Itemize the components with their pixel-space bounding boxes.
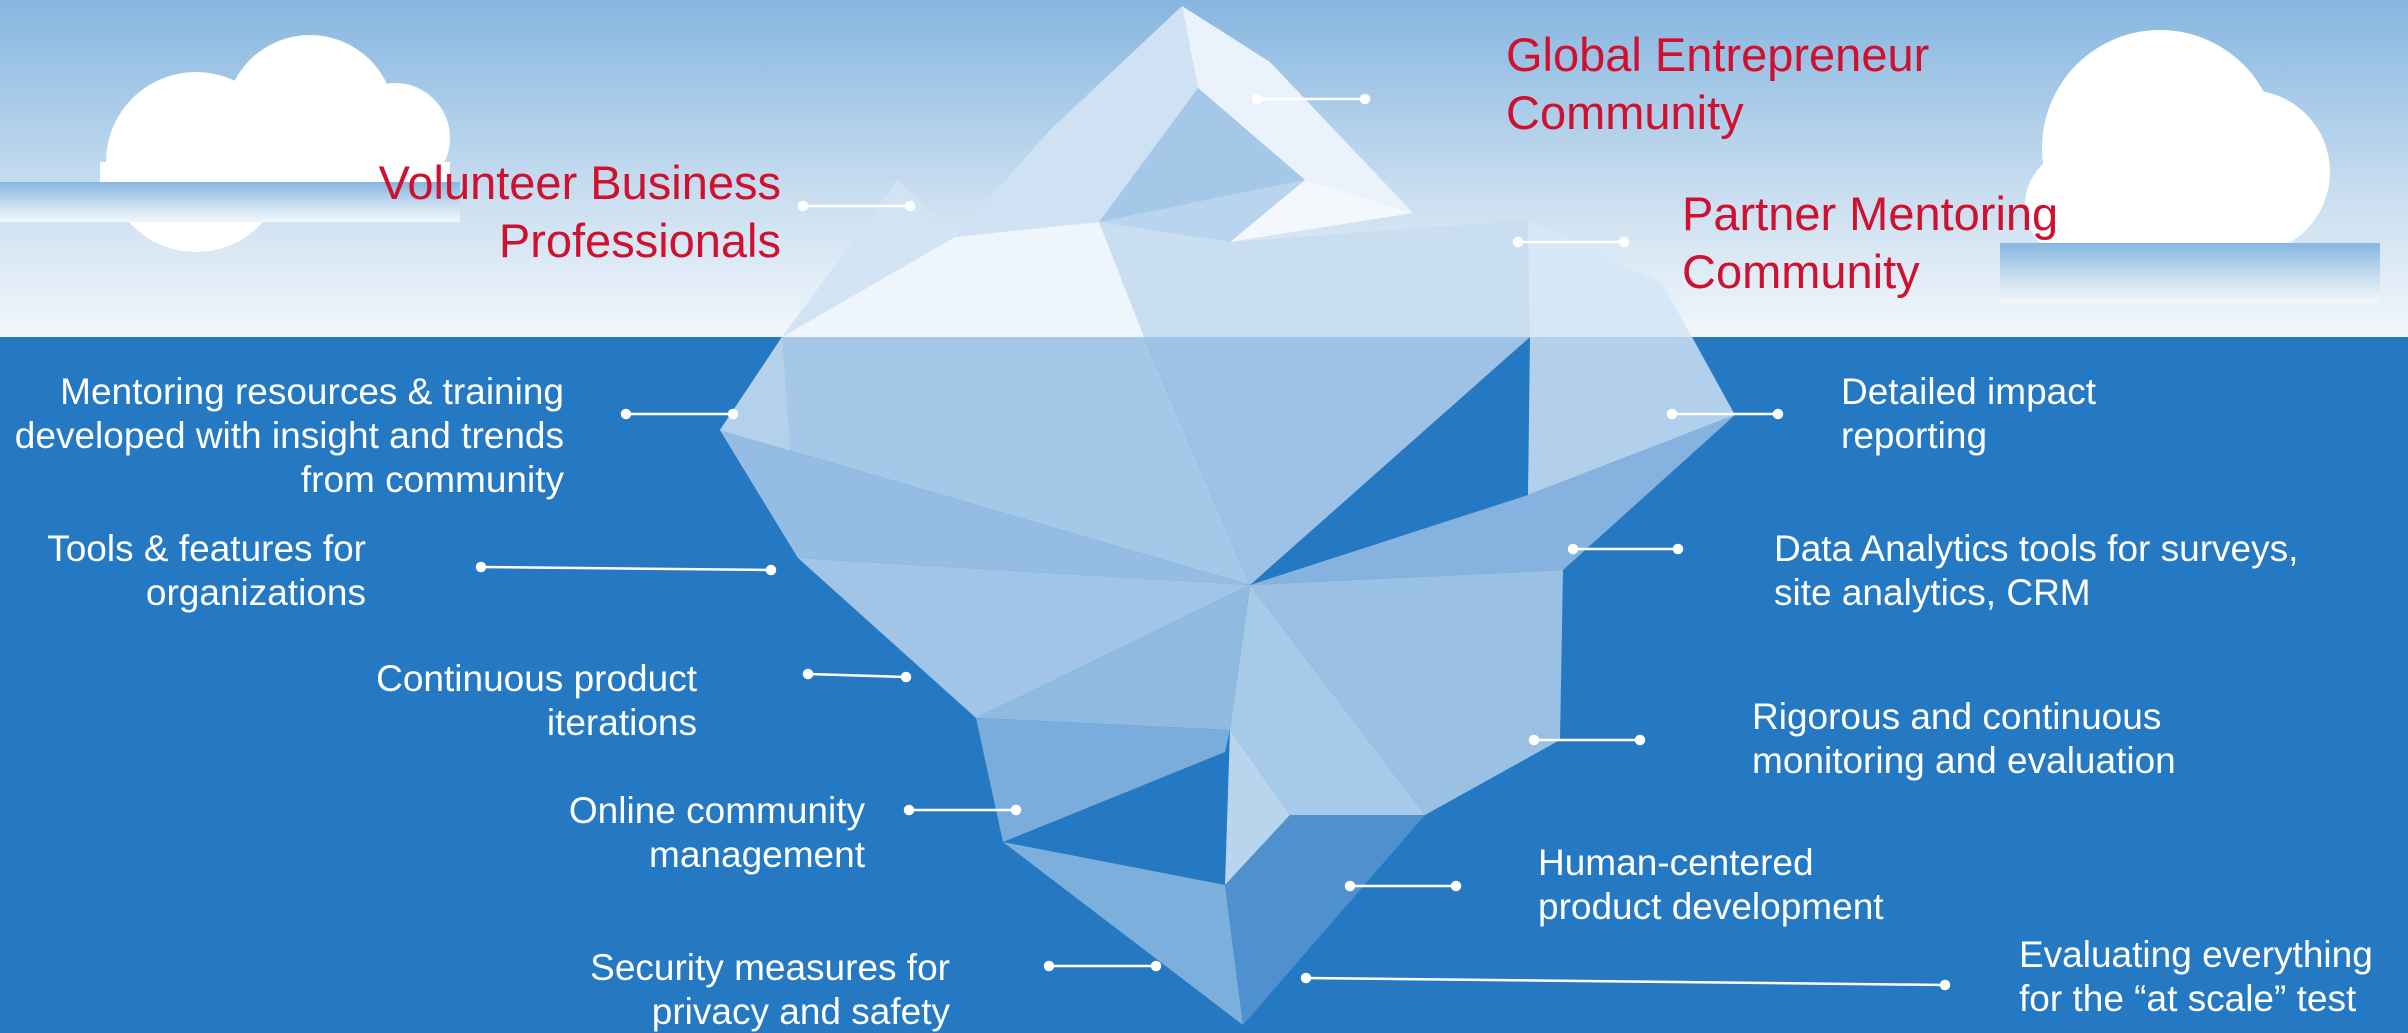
label-impact-reporting: Detailed impact reporting <box>1841 371 2097 456</box>
connector-left-3 <box>802 668 912 683</box>
iceberg-tip <box>782 6 1692 337</box>
connector-right-3 <box>1528 734 1646 746</box>
label-partner-mentoring: Partner Mentoring Community <box>1682 187 2059 298</box>
connector-global-entrepreneur <box>1251 93 1371 105</box>
label-monitoring-evaluation: Rigorous and continuous monitoring and e… <box>1752 696 2176 781</box>
label-human-centered: Human-centered product development <box>1538 842 1884 927</box>
label-global-entrepreneur: Global Entrepreneur Community <box>1506 28 1930 139</box>
connector-left-5 <box>1043 960 1162 972</box>
label-data-analytics: Data Analytics tools for surveys, site a… <box>1774 528 2299 613</box>
connector-right-2 <box>1567 543 1684 555</box>
label-continuous-iterations: Continuous product iterations <box>376 658 697 743</box>
connector-right-1 <box>1666 408 1784 420</box>
connector-lines <box>475 93 1951 991</box>
label-tools-features: Tools & features for organizations <box>47 528 366 613</box>
connector-right-4 <box>1344 880 1462 892</box>
cloud-icon <box>100 35 450 252</box>
label-online-community: Online community management <box>568 790 865 875</box>
label-volunteer-business: Volunteer Business Professionals <box>378 156 781 267</box>
iceberg-base <box>720 337 1735 1025</box>
connector-left-2 <box>475 561 777 576</box>
connector-left-1 <box>620 408 739 420</box>
label-at-scale: Evaluating everything for the “at scale”… <box>2019 934 2373 1019</box>
connector-right-5 <box>1300 972 1951 991</box>
connector-partner <box>1512 236 1630 248</box>
label-mentoring-resources: Mentoring resources & training developed… <box>14 371 564 500</box>
label-security-measures: Security measures for privacy and safety <box>590 947 950 1032</box>
connector-left-4 <box>903 804 1022 816</box>
connector-volunteer <box>797 200 916 212</box>
cloud-icon <box>2025 30 2330 266</box>
